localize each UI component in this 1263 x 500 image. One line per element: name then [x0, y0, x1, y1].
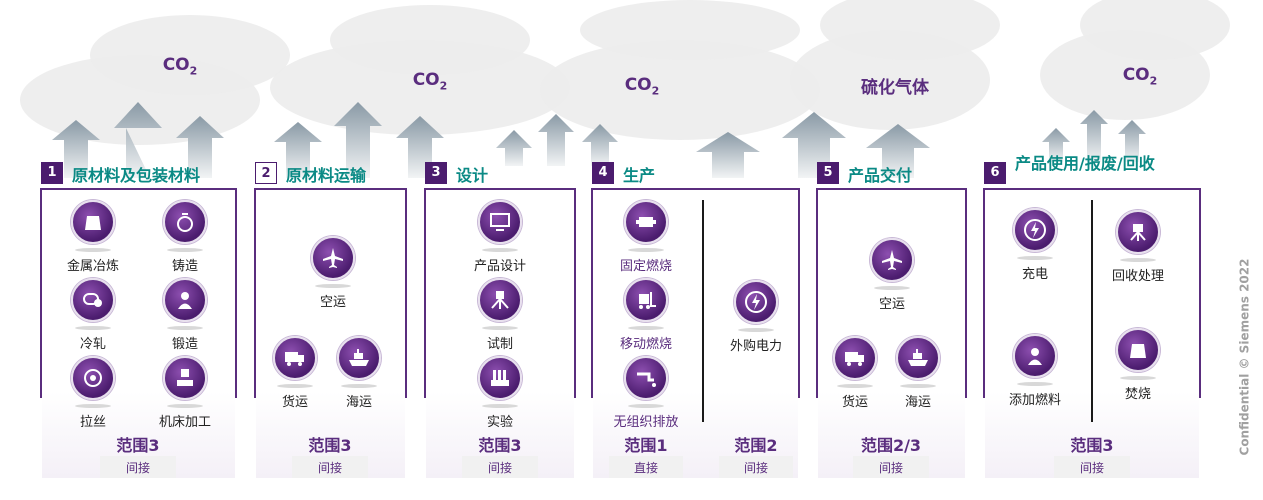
stage-item: 空运: [288, 236, 378, 310]
confidential-notice: Confidential © Siemens 2022: [1238, 259, 1252, 456]
stage-title: 原材料及包装材料: [72, 166, 200, 186]
stage-item: 金属冶炼: [48, 200, 138, 274]
item-label: 实验: [455, 411, 545, 430]
scope-type-2: 间接: [719, 456, 793, 478]
airplane-icon: [870, 238, 914, 282]
stage-item: 实验: [455, 356, 545, 430]
stage-item: 焚烧: [1093, 328, 1183, 402]
stage-item: 无组织排放: [601, 356, 691, 430]
stage-item: 锻造: [140, 278, 230, 352]
item-label: 产品设计: [455, 255, 545, 274]
stage-item: 添加燃料: [990, 334, 1080, 408]
stage-item: 铸造: [140, 200, 230, 274]
charging-icon: [1013, 208, 1057, 252]
arrow-up-icon: [582, 124, 618, 166]
stage-item: 充电: [990, 208, 1080, 282]
stage-item: 拉丝: [48, 356, 138, 430]
stage-title: 产品使用/报废/回收: [1015, 154, 1175, 174]
item-label: 冷轧: [48, 333, 138, 352]
item-label: 锻造: [140, 333, 230, 352]
stage-number: 5: [817, 162, 839, 184]
ship-icon: [896, 336, 940, 380]
stage-number: 6: [984, 162, 1006, 184]
stage-item: 试制: [455, 278, 545, 352]
arrow-up-icon: [496, 130, 532, 166]
stage-item: 机床加工: [140, 356, 230, 430]
scope-label: 范围3: [292, 432, 368, 456]
stage-number: 2: [255, 162, 277, 184]
item-label: 空运: [288, 291, 378, 310]
truck-icon: [833, 336, 877, 380]
scope-type: 间接: [462, 456, 538, 478]
scope-type: 直接: [609, 456, 683, 478]
stage-number: 4: [592, 162, 614, 184]
stage-title: 原材料运输: [286, 166, 366, 186]
item-label: 金属冶炼: [48, 255, 138, 274]
smelting-icon: [71, 200, 115, 244]
stage-title: 设计: [456, 166, 488, 186]
scope-label: 范围1: [609, 432, 683, 456]
stage-title: 生产: [623, 166, 655, 186]
divider: [702, 200, 704, 422]
stage-item: 回收处理: [1093, 210, 1183, 284]
scope-label: 范围3: [1054, 432, 1130, 456]
scope-type: 间接: [292, 456, 368, 478]
machining-icon: [163, 356, 207, 400]
item-label: 添加燃料: [990, 389, 1080, 408]
stage-item: 固定燃烧: [601, 200, 691, 274]
item-label: 拉丝: [48, 411, 138, 430]
scope-label-2: 范围2: [719, 432, 793, 456]
stage-item: 空运: [847, 238, 937, 312]
electricity-icon: [734, 280, 778, 324]
stage-item: 产品设计: [455, 200, 545, 274]
scope-type: 间接: [100, 456, 176, 478]
item-label: 海运: [873, 391, 963, 410]
scope-type: 间接: [1054, 456, 1130, 478]
stage-number: 3: [425, 162, 447, 184]
item-label: 回收处理: [1093, 265, 1183, 284]
arrow-up-icon: [696, 132, 760, 178]
stage-item: 移动燃烧: [601, 278, 691, 352]
refuel-icon: [1013, 334, 1057, 378]
item-label: 外购电力: [711, 335, 801, 354]
scope-label: 范围2/3: [846, 432, 936, 456]
airplane-icon: [311, 236, 355, 280]
item-label: 焚烧: [1093, 383, 1183, 402]
leak-icon: [624, 356, 668, 400]
item-label: 充电: [990, 263, 1080, 282]
item-label: 海运: [314, 391, 404, 410]
stage-item: 冷轧: [48, 278, 138, 352]
arrow-up-icon: [538, 114, 574, 166]
incineration-icon: [1116, 328, 1160, 372]
item-label: 铸造: [140, 255, 230, 274]
wire-drawing-icon: [71, 356, 115, 400]
emission-arrows: [0, 0, 1263, 180]
forging-icon: [163, 278, 207, 322]
prototype-icon: [478, 278, 522, 322]
stage-number: 1: [41, 162, 63, 184]
cold-rolling-icon: [71, 278, 115, 322]
stage-item: 外购电力: [711, 280, 801, 354]
design-icon: [478, 200, 522, 244]
stage-item: 海运: [314, 336, 404, 410]
scope-label: 范围3: [100, 432, 176, 456]
item-label: 机床加工: [140, 411, 230, 430]
item-label: 无组织排放: [601, 411, 691, 430]
stage-item: 海运: [873, 336, 963, 410]
casting-icon: [163, 200, 207, 244]
item-label: 空运: [847, 293, 937, 312]
item-label: 移动燃烧: [601, 333, 691, 352]
engine-icon: [624, 200, 668, 244]
forklift-icon: [624, 278, 668, 322]
truck-icon: [273, 336, 317, 380]
item-label: 固定燃烧: [601, 255, 691, 274]
ship-icon: [337, 336, 381, 380]
item-label: 试制: [455, 333, 545, 352]
scope-label: 范围3: [462, 432, 538, 456]
recycling-icon: [1116, 210, 1160, 254]
experiment-icon: [478, 356, 522, 400]
scope-type: 间接: [853, 456, 929, 478]
stage-title: 产品交付: [848, 166, 912, 186]
